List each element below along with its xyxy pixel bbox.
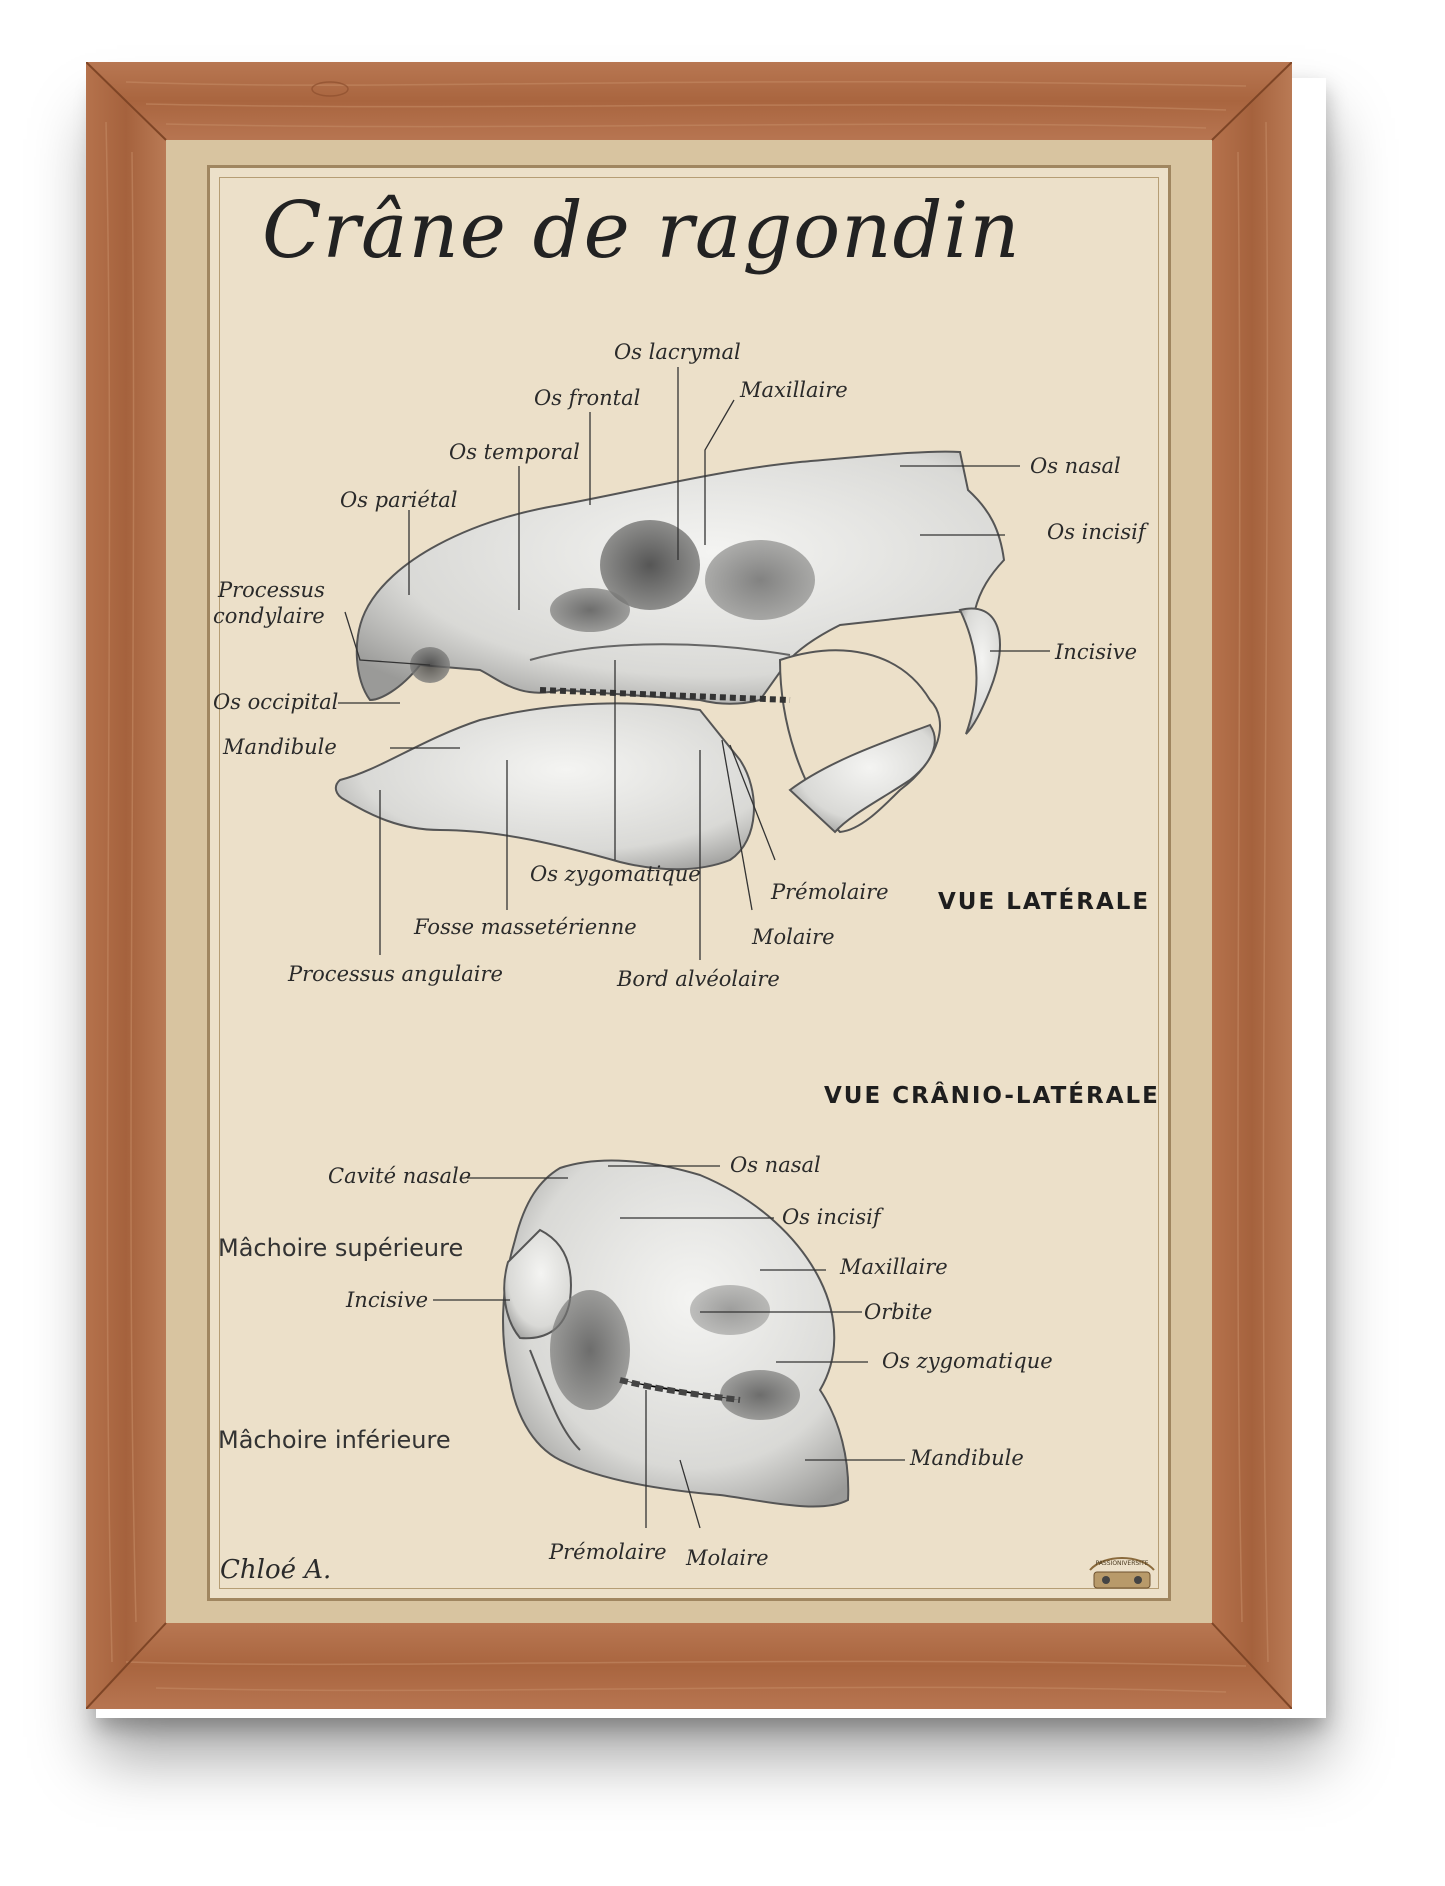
label-cavite-nasale: Cavité nasale bbox=[328, 1164, 472, 1188]
label-fosse-masseterienne: Fosse massetérienne bbox=[414, 915, 637, 939]
label-cranio-mandibule: Mandibule bbox=[910, 1446, 1024, 1470]
label-os-incisif: Os incisif bbox=[1047, 520, 1146, 544]
label-os-temporal: Os temporal bbox=[449, 440, 580, 464]
label-machoire-inferieure: Mâchoire inférieure bbox=[218, 1426, 451, 1454]
inner-border bbox=[219, 177, 1159, 1589]
heading-vue-laterale: VUE LATÉRALE bbox=[938, 889, 1151, 915]
label-incisive: Incisive bbox=[1055, 640, 1138, 664]
label-cranio-molaire: Molaire bbox=[686, 1546, 769, 1570]
cranio-leader-lines bbox=[433, 1165, 905, 1529]
label-processus-condylaire-1: Processus bbox=[218, 578, 325, 602]
label-machoire-superieure: Mâchoire supérieure bbox=[218, 1234, 464, 1262]
label-premolaire: Prémolaire bbox=[771, 880, 889, 904]
brand-logo-text: PASSIONIVERSITE bbox=[1095, 1560, 1149, 1567]
lateral-skull-drawing bbox=[334, 450, 1006, 871]
heading-vue-cranio-laterale: VUE CRÂNIO-LATÉRALE bbox=[824, 1083, 1160, 1109]
label-cranio-os-zygomatique: Os zygomatique bbox=[882, 1349, 1053, 1373]
label-cranio-os-incisif: Os incisif bbox=[782, 1205, 881, 1229]
label-cranio-premolaire: Prémolaire bbox=[549, 1540, 667, 1564]
label-os-occipital: Os occipital bbox=[213, 690, 339, 714]
lateral-leader-lines bbox=[338, 367, 1050, 960]
label-os-frontal: Os frontal bbox=[534, 386, 641, 410]
brand-logo: PASSIONIVERSITE bbox=[1084, 1548, 1160, 1594]
label-cranio-orbite: Orbite bbox=[864, 1300, 933, 1324]
label-os-lacrymal: Os lacrymal bbox=[614, 340, 741, 364]
label-os-nasal: Os nasal bbox=[1030, 454, 1121, 478]
artist-signature: Chloé A. bbox=[220, 1555, 332, 1585]
label-cranio-os-nasal: Os nasal bbox=[730, 1153, 821, 1177]
label-processus-angulaire: Processus angulaire bbox=[288, 962, 503, 986]
label-maxillaire: Maxillaire bbox=[740, 378, 848, 402]
cranio-lateral-skull-drawing bbox=[502, 1159, 850, 1508]
label-os-zygomatique: Os zygomatique bbox=[530, 862, 701, 886]
label-molaire: Molaire bbox=[752, 925, 835, 949]
label-processus-condylaire-2: condylaire bbox=[213, 604, 325, 628]
label-cranio-incisive: Incisive bbox=[346, 1288, 429, 1312]
label-cranio-maxillaire: Maxillaire bbox=[840, 1255, 948, 1279]
poster-title: Crâne de ragondin bbox=[262, 186, 1021, 276]
label-bord-alveolaire: Bord alvéolaire bbox=[617, 967, 780, 991]
label-os-parietal: Os pariétal bbox=[340, 488, 458, 512]
label-mandibule: Mandibule bbox=[223, 735, 337, 759]
